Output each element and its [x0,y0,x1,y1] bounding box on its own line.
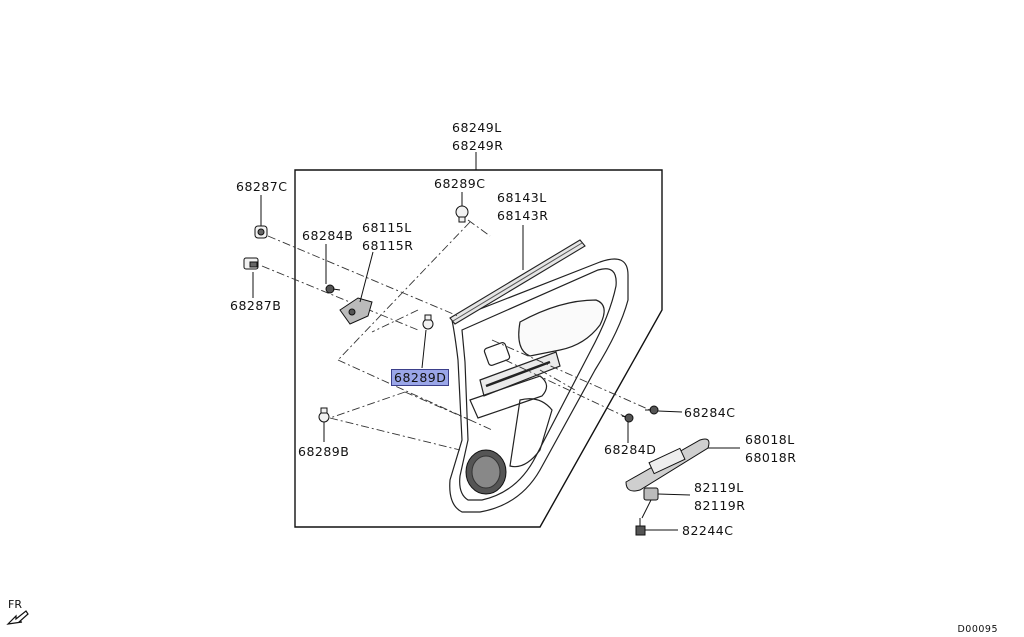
label-68287c: 68287C [236,179,288,194]
screw-68284b[interactable] [325,284,341,294]
clip-68289c[interactable] [455,205,469,223]
label-68287b: 68287B [230,298,282,313]
speaker-grille [465,449,507,495]
label-68284c: 68284C [684,405,736,420]
weatherstrip-68143[interactable] [449,239,586,325]
label-68284d: 68284D [604,442,657,457]
clip-68287c[interactable] [254,225,268,239]
bracket-68115[interactable] [339,297,373,325]
label-68289b: 68289B [298,444,350,459]
clip-68289b[interactable] [318,407,330,423]
screw-68284d[interactable] [621,413,634,423]
front-marker-label: FR [8,598,22,611]
screw-68284c[interactable] [645,405,659,415]
diagram-code: D00095 [957,624,998,635]
switch-82119[interactable] [643,487,659,501]
label-68289d-highlighted[interactable]: 68289D [391,369,450,386]
door-trim-panel[interactable] [449,258,629,513]
label-68289c: 68289C [434,176,486,191]
bolt-82244c[interactable] [635,518,646,536]
assembly-frame [294,169,663,528]
clip-68287b[interactable] [243,257,259,270]
clip-68289d[interactable] [422,314,434,330]
label-68284b: 68284B [302,228,354,243]
label-82244c: 82244C [682,523,734,538]
front-direction-arrow-icon [6,610,29,625]
